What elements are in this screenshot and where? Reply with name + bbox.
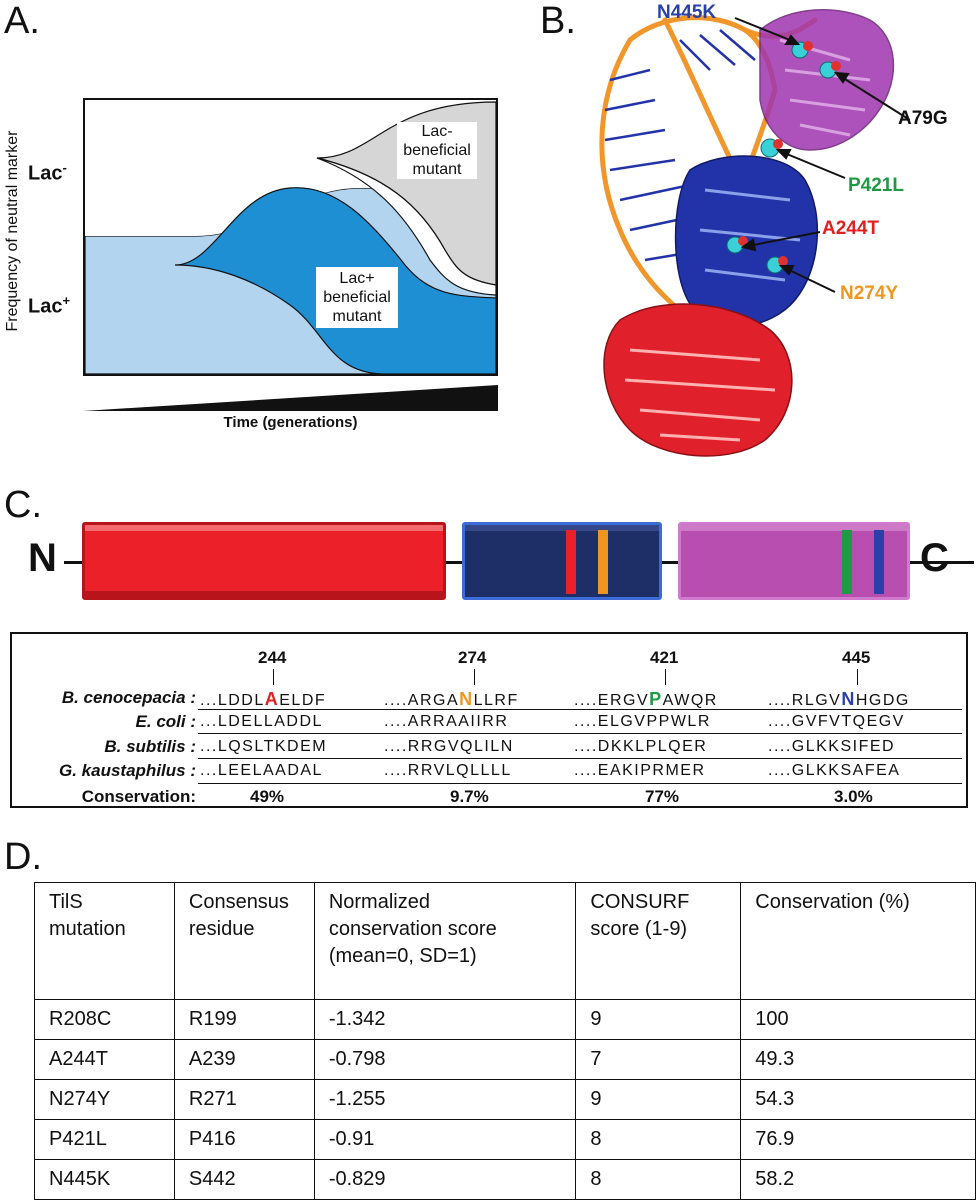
seq-e-coli-1: ...LDELLADDL bbox=[200, 713, 323, 730]
seq-b-subtilis-3: ....DKKLPLQER bbox=[574, 738, 708, 755]
seq-b-subtilis-4: ....GLKKSIFED bbox=[768, 738, 896, 755]
header-conservation-percent: Conservation (%) bbox=[740, 882, 976, 1000]
domain-middle bbox=[462, 522, 662, 600]
domain-n-terminal bbox=[82, 522, 446, 600]
cell-residue: R199 bbox=[173, 999, 315, 1040]
conservation-445: 3.0% bbox=[834, 787, 873, 806]
cell-mutation: N274Y bbox=[34, 1079, 175, 1120]
label-n274y: N274Y bbox=[840, 283, 899, 304]
seq-g-kaustaphilus-3: ....EAKIPRMER bbox=[574, 762, 706, 779]
species-g-kaustaphilus: G. kaustaphilus : bbox=[59, 761, 196, 780]
cell-conservation: 49.3 bbox=[740, 1039, 976, 1080]
species-b-cenocepacia: B. cenocepacia : bbox=[61, 688, 196, 707]
position-244: 244 bbox=[258, 648, 287, 667]
species-b-subtilis: B. subtilis : bbox=[104, 737, 196, 756]
lac-minus-label: Lac- bbox=[28, 160, 67, 185]
seq-b-subtilis-1: ...LQSLTKDEM bbox=[200, 738, 328, 755]
time-wedge bbox=[83, 385, 498, 411]
position-445: 445 bbox=[842, 648, 871, 667]
cell-normalized: -1.255 bbox=[313, 1079, 577, 1120]
panel-letter-b: B. bbox=[540, 0, 576, 42]
table-row: P421L P416 -0.91 8 76.9 bbox=[34, 1119, 976, 1160]
protein-structure bbox=[599, 9, 910, 457]
seq-b-cenocepacia-1: ...LDDLAELDF bbox=[200, 689, 327, 709]
cell-consurf: 9 bbox=[575, 999, 742, 1040]
stripe-421 bbox=[842, 530, 852, 594]
table-row: N274Y R271 -1.255 9 54.3 bbox=[34, 1079, 976, 1120]
lacminus-mutant-label: Lac- beneficial mutant bbox=[397, 122, 477, 179]
n-terminus-label: N bbox=[28, 536, 57, 580]
conservation-label: Conservation: bbox=[81, 787, 196, 806]
lacplus-mutant-label: Lac+ beneficial mutant bbox=[316, 267, 398, 328]
seq-e-coli-3: ....ELGVPPWLR bbox=[574, 713, 711, 730]
seq-b-cenocepacia-3: ....ERGVPAWQR bbox=[574, 689, 718, 709]
domain-c-terminal bbox=[678, 522, 910, 600]
panel-letter-d: D. bbox=[4, 836, 42, 878]
cell-conservation: 54.3 bbox=[740, 1079, 976, 1120]
conservation-274: 9.7% bbox=[450, 787, 489, 806]
panel-a-xlabel: Time (generations) bbox=[223, 414, 358, 431]
cell-residue: P416 bbox=[173, 1119, 315, 1160]
cell-residue: A239 bbox=[173, 1039, 315, 1080]
cell-residue: S442 bbox=[173, 1159, 315, 1200]
label-a79g: A79G bbox=[898, 108, 948, 129]
cell-mutation: R208C bbox=[34, 999, 175, 1040]
cell-mutation: P421L bbox=[34, 1119, 175, 1160]
position-421: 421 bbox=[650, 648, 679, 667]
cell-consurf: 9 bbox=[575, 1079, 742, 1120]
position-274: 274 bbox=[458, 648, 487, 667]
cell-residue: R271 bbox=[173, 1079, 315, 1120]
cell-mutation: A244T bbox=[34, 1039, 175, 1080]
panel-letter-c: C. bbox=[4, 484, 42, 526]
stripe-244 bbox=[566, 530, 576, 594]
table-row: N445K S442 -0.829 8 58.2 bbox=[34, 1159, 976, 1200]
label-a244t: A244T bbox=[822, 218, 880, 239]
cell-normalized: -0.798 bbox=[313, 1039, 577, 1080]
alignment-box bbox=[10, 632, 968, 808]
panel-a-ylabel: Frequency of neutral marker bbox=[4, 130, 21, 332]
cell-conservation: 58.2 bbox=[740, 1159, 976, 1200]
cell-normalized: -0.91 bbox=[313, 1119, 577, 1160]
panel-letter-a: A. bbox=[4, 0, 40, 42]
seq-e-coli-4: ....GVFVTQEGV bbox=[768, 713, 905, 730]
seq-b-subtilis-2: ....RRGVQLILN bbox=[384, 738, 514, 755]
table-row: A244T A239 -0.798 7 49.3 bbox=[34, 1039, 976, 1080]
seq-e-coli-2: ....ARRAAIIRR bbox=[384, 713, 509, 730]
cell-normalized: -1.342 bbox=[313, 999, 577, 1040]
label-p421l: P421L bbox=[848, 175, 904, 196]
stripe-445 bbox=[874, 530, 884, 594]
cell-conservation: 100 bbox=[740, 999, 976, 1040]
table-row: R208C R199 -1.342 9 100 bbox=[34, 999, 976, 1040]
conservation-421: 77% bbox=[645, 787, 680, 806]
cell-consurf: 7 bbox=[575, 1039, 742, 1080]
seq-g-kaustaphilus-4: ....GLKKSAFEA bbox=[768, 762, 901, 779]
seq-g-kaustaphilus-2: ....RRVLQLLLL bbox=[384, 762, 512, 779]
cell-conservation: 76.9 bbox=[740, 1119, 976, 1160]
cell-normalized: -0.829 bbox=[313, 1159, 577, 1200]
conservation-244: 49% bbox=[250, 787, 285, 806]
seq-g-kaustaphilus-1: ...LEELAADAL bbox=[200, 762, 323, 779]
cell-consurf: 8 bbox=[575, 1119, 742, 1160]
species-e-coli: E. coli : bbox=[135, 712, 196, 731]
label-n445k: N445K bbox=[657, 2, 717, 23]
cell-mutation: N445K bbox=[34, 1159, 175, 1200]
stripe-274 bbox=[598, 530, 608, 594]
seq-b-cenocepacia-2: ....ARGANLLRF bbox=[384, 689, 519, 709]
c-terminus-label: C bbox=[920, 536, 949, 580]
cell-consurf: 8 bbox=[575, 1159, 742, 1200]
seq-b-cenocepacia-4: ....RLGVNHGDG bbox=[768, 689, 910, 709]
lac-plus-label: Lac+ bbox=[28, 293, 71, 318]
